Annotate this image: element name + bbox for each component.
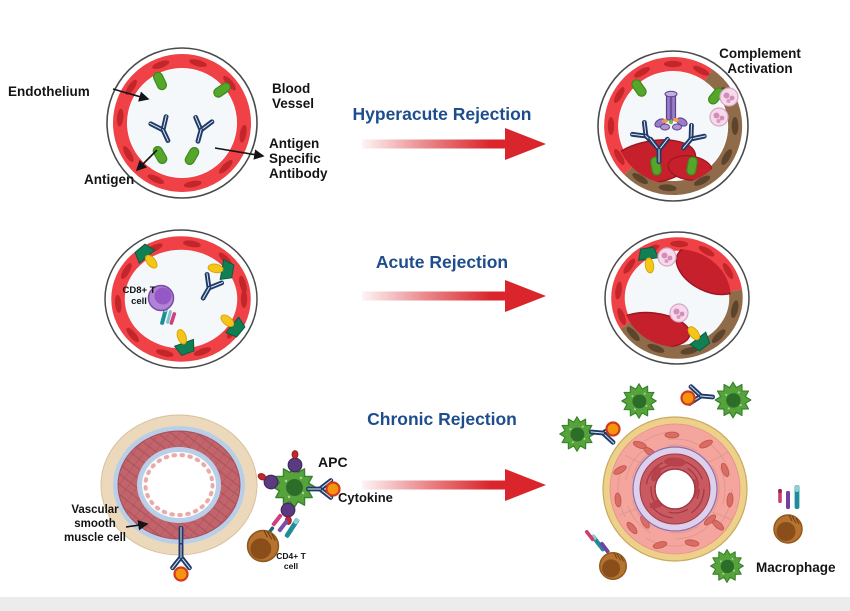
- chronic-rejected-vessel: [602, 416, 748, 562]
- lumen: [654, 468, 696, 510]
- macrophage-label: Macrophage: [756, 560, 836, 575]
- complement-activation-label: Complement Activation: [719, 46, 801, 76]
- endothelium-label: Endothelium: [8, 84, 90, 99]
- antigen-arrow: [135, 149, 158, 172]
- cd8-t-cell-label: CD8+ T cell: [122, 285, 156, 307]
- footer-strip: [0, 597, 850, 611]
- apc-label: APC: [318, 454, 348, 470]
- cd4-t-cell-label: CD4+ T cell: [276, 551, 306, 571]
- acute-rejected-vessel: [604, 231, 750, 365]
- complement-mac-complex: [654, 90, 688, 131]
- blood-vessel-label: Blood Vessel: [272, 81, 315, 111]
- cytokine-label: Cytokine: [338, 490, 393, 505]
- hyperacute-rejected-vessel: [597, 50, 749, 202]
- chronic-rejection-heading: Chronic Rejection: [367, 409, 517, 429]
- cd4-t-cell-bottom-right: [773, 485, 803, 544]
- vascular-smooth-muscle-arrow: [125, 520, 149, 531]
- antigen-label: Antigen: [84, 172, 135, 187]
- hyperacute-arrow: [362, 128, 546, 160]
- acute-arrow: [362, 280, 546, 312]
- hyperacute-rejection-heading: Hyperacute Rejection: [352, 104, 532, 124]
- antibody-cytokine-anchor: [169, 526, 193, 582]
- acute-vessel-cd8: [104, 229, 258, 369]
- cd8-t-cell: [147, 284, 175, 312]
- chronic-vessel-left: [100, 414, 258, 582]
- endothelium-arrow: [112, 88, 150, 102]
- mhc-receptor-icon: [287, 449, 303, 473]
- cd4-t-cell-left: [246, 513, 300, 563]
- intima-scallop: [143, 453, 215, 517]
- vascular-smooth-muscle-cell-label: Vascular smooth muscle cell: [63, 504, 126, 544]
- cytokine-icon: [173, 566, 189, 582]
- antigen-specific-antibody-label: Antigen Specific Antibody: [269, 136, 328, 181]
- antigen-specific-antibody-arrow: [214, 147, 265, 160]
- acute-rejection-heading: Acute Rejection: [375, 252, 509, 272]
- cd4-t-cell-bottom-left: [584, 529, 628, 581]
- annotation-arrows: [112, 88, 265, 531]
